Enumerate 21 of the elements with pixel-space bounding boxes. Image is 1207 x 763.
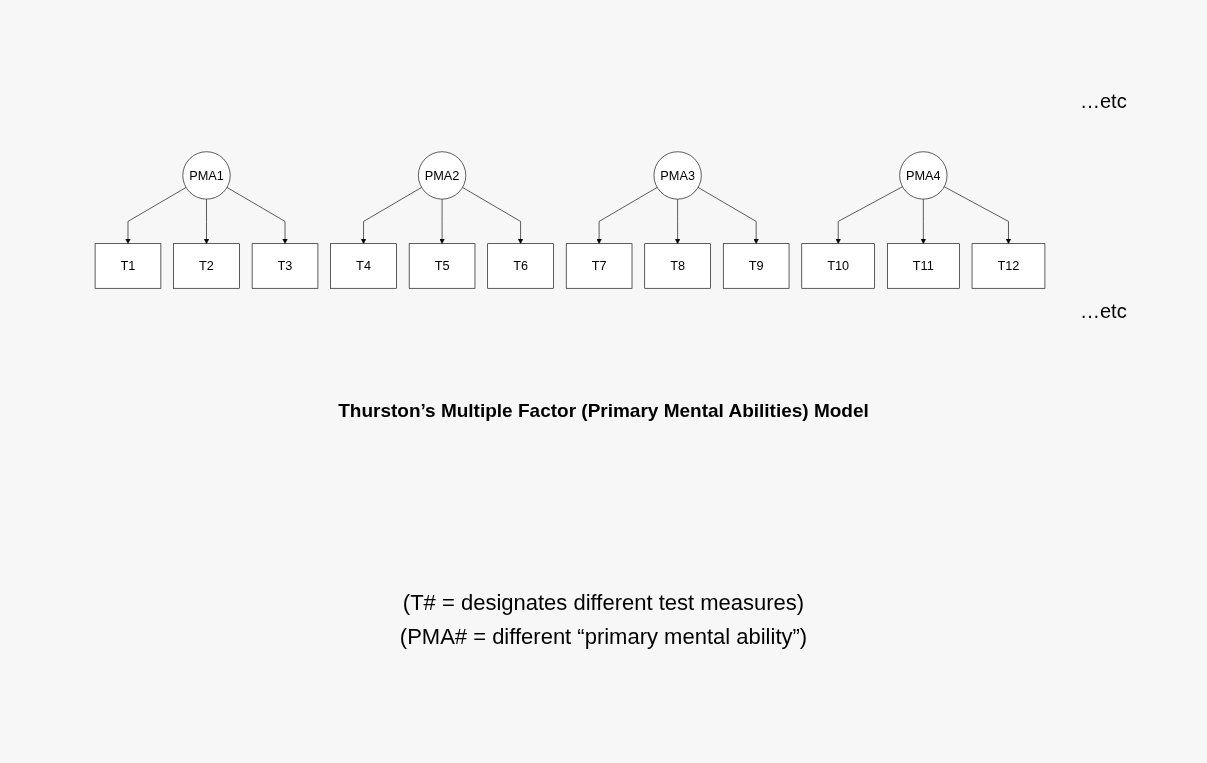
node-box: T12 (971, 243, 1046, 289)
etc-note: …etc (1080, 300, 1127, 322)
node-circle: PMA3 (653, 151, 702, 200)
node-circle: PMA2 (418, 151, 467, 200)
caption-text: Thurston’s Multiple Factor (Primary Mental Abilities) Model (338, 400, 869, 421)
node-circle: PMA1 (182, 151, 231, 200)
node-box: T2 (173, 243, 240, 289)
node-box: T8 (644, 243, 711, 289)
node-box: T10 (801, 243, 875, 289)
node-box: T6 (487, 243, 554, 289)
node-box: T11 (887, 243, 960, 289)
node-box: T3 (251, 243, 319, 289)
node-box: T7 (565, 243, 633, 289)
legend-note: (T# = designates different test measures) (402, 590, 805, 616)
node-box: T1 (94, 243, 162, 289)
node-box: T4 (330, 243, 397, 289)
etc-note: …etc (1080, 90, 1127, 112)
node-box: T9 (722, 243, 790, 289)
legend-note: (PMA# = different “primary mental ability”) (399, 624, 808, 650)
node-circle: PMA4 (899, 151, 948, 200)
node-box: T5 (408, 243, 476, 289)
